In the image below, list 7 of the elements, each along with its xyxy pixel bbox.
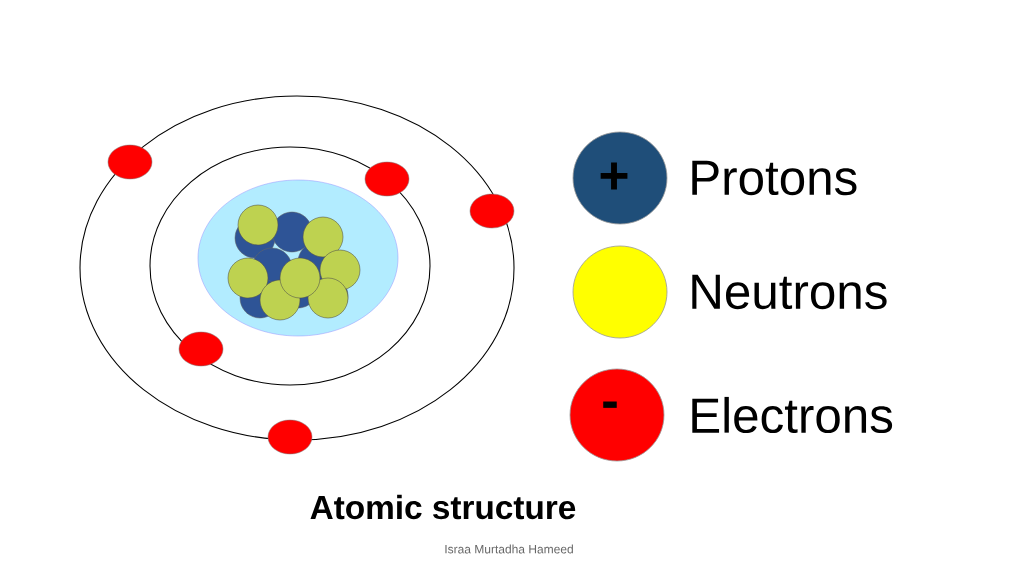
caption: Atomic structure	[310, 494, 576, 520]
author-credit: Israa Murtadha Hameed	[445, 544, 573, 554]
sign-label: -	[603, 401, 617, 408]
legend-label: Neutrons	[692, 274, 887, 310]
legend-label: Protons	[692, 160, 857, 196]
sign-label: +	[600, 162, 628, 190]
legend-label: Electrons	[692, 396, 893, 434]
